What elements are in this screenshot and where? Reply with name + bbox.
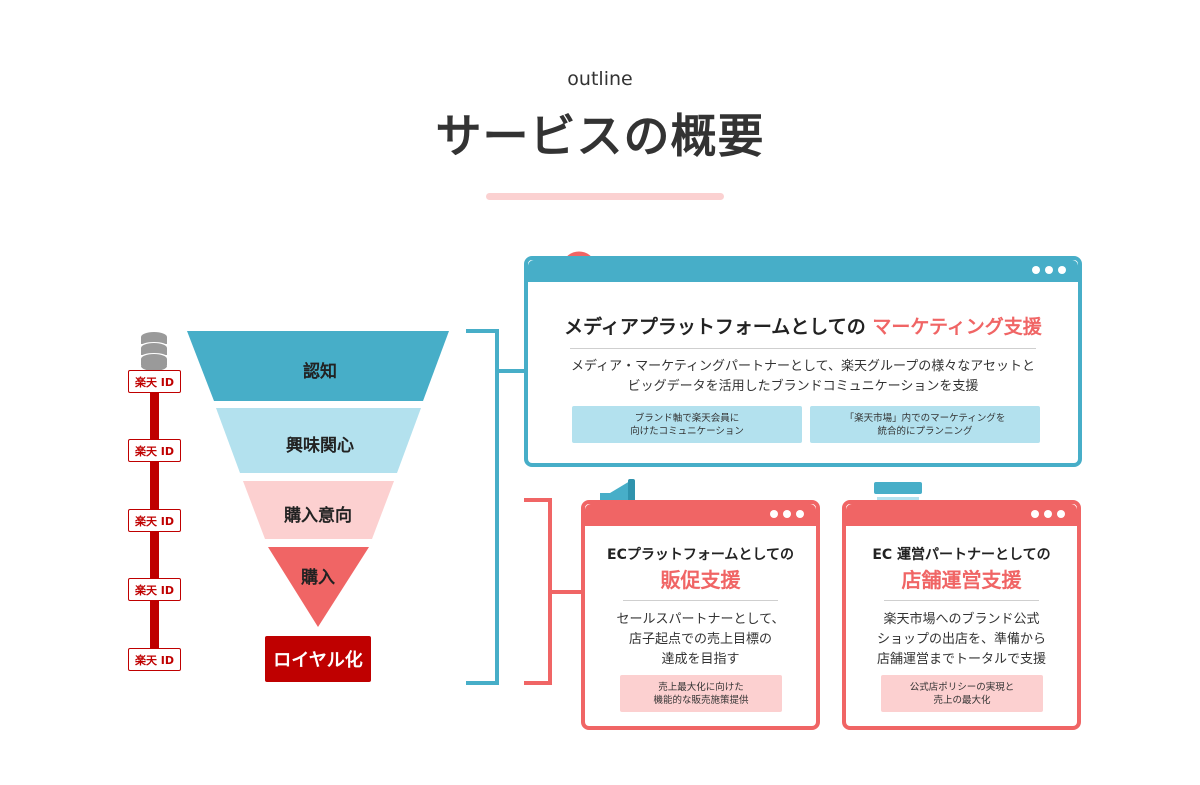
card-title-bar — [585, 504, 816, 526]
teal-bracket — [466, 329, 524, 685]
feature-chip: 「楽天市場」内でのマーケティングを統合的にプランニング — [810, 406, 1040, 443]
feature-chip: 売上最大化に向けた機能的な販売施策提供 — [620, 675, 782, 712]
funnel-label-purchase: 購入 — [301, 568, 335, 588]
id-badge: 楽天 ID — [128, 439, 181, 462]
feature-chip: 公式店ポリシーの実現と売上の最大化 — [881, 675, 1043, 712]
chip-line: 売上の最大化 — [933, 694, 991, 706]
desc-line: 楽天市場へのブランド公式 — [883, 612, 1040, 627]
card-heading-plain: ECプラットフォームとしての — [607, 547, 794, 563]
card-heading: メディアプラットフォームとしての マーケティング支援 — [528, 312, 1078, 339]
chip-line: 統合的にプランニング — [877, 425, 973, 437]
chip-line: 公式店ポリシーの実現と — [909, 681, 1015, 693]
heading-accent: マーケティング支援 — [872, 316, 1042, 338]
desc-line: セールスパートナーとして、 — [616, 612, 785, 627]
page-title: サービスの概要 — [435, 109, 765, 163]
funnel-stage-awareness — [187, 331, 449, 401]
window-dots-icon — [1031, 510, 1065, 518]
chip-line: 「楽天市場」内でのマーケティングを — [844, 412, 1006, 424]
desc-line: 店子起点での売上目標の — [628, 632, 772, 647]
card-heading-accent: 店舗運営支援 — [901, 568, 1022, 592]
desc-line: ビッグデータを活用したブランドコミュニケーションを支援 — [627, 379, 979, 394]
ec-store-operation-card: EC 運営パートナーとしての 店舗運営支援 楽天市場へのブランド公式 ショップの… — [842, 500, 1081, 730]
funnel-stage-interest — [216, 408, 421, 473]
card-heading-accent: 販促支援 — [660, 568, 741, 592]
feature-chip: ブランド軸で楽天会員に向けたコミュニケーション — [572, 406, 802, 443]
funnel-stage-purchase — [268, 547, 369, 627]
funnel-label-interest: 興味関心 — [286, 436, 354, 456]
card-title-bar — [528, 260, 1078, 282]
card-divider — [623, 600, 778, 601]
chip-line: ブランド軸で楽天会員に — [634, 412, 740, 424]
desc-line: ショップの出店を、準備から — [876, 632, 1046, 647]
title-underline — [486, 193, 724, 200]
id-badge: 楽天 ID — [128, 509, 181, 532]
section-eyebrow: outline — [567, 68, 633, 90]
card-title-bar — [846, 504, 1077, 526]
desc-line: 達成を目指す — [661, 652, 740, 667]
chip-line: 向けたコミュニケーション — [630, 425, 744, 437]
id-badge: 楽天 ID — [128, 370, 181, 393]
card-divider — [884, 600, 1039, 601]
desc-line: メディア・マーケティングパートナーとして、楽天グループの様々なアセットと — [571, 359, 1035, 374]
media-marketing-card: メディアプラットフォームとしての マーケティング支援 メディア・マーケティングパ… — [524, 256, 1082, 467]
chip-line: 機能的な販売施策提供 — [653, 694, 749, 706]
coral-bracket — [524, 498, 581, 685]
funnel-label-intent: 購入意向 — [284, 506, 352, 526]
card-description: メディア・マーケティングパートナーとして、楽天グループの様々なアセットと ビッグ… — [528, 357, 1078, 397]
funnel-label-awareness: 認知 — [303, 362, 337, 382]
card-heading-plain: EC 運営パートナーとしての — [872, 547, 1051, 563]
window-dots-icon — [770, 510, 804, 518]
funnel-stage-intent — [243, 481, 394, 539]
loyalty-box: ロイヤル化 — [265, 636, 371, 682]
chip-line: 売上最大化に向けた — [658, 681, 744, 693]
id-badge: 楽天 ID — [128, 578, 181, 601]
card-description: セールスパートナーとして、 店子起点での売上目標の 達成を目指す — [585, 610, 816, 670]
window-dots-icon — [1032, 266, 1066, 274]
desc-line: 店舗運営までトータルで支援 — [876, 652, 1046, 667]
database-icon — [141, 332, 167, 371]
ec-sales-card: ECプラットフォームとしての 販促支援 セールスパートナーとして、 店子起点での… — [581, 500, 820, 730]
card-divider — [570, 348, 1036, 349]
card-description: 楽天市場へのブランド公式 ショップの出店を、準備から 店舗運営までトータルで支援 — [846, 610, 1077, 670]
id-badge: 楽天 ID — [128, 648, 181, 671]
heading-plain: メディアプラットフォームとしての — [564, 316, 866, 338]
